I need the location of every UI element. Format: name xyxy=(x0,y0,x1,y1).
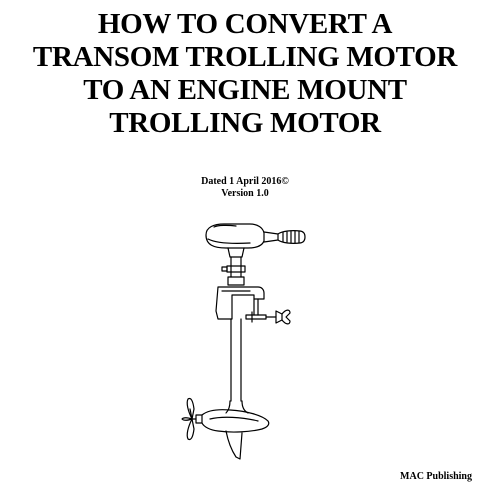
document-title: HOW TO CONVERT A TRANSOM TROLLING MOTOR … xyxy=(0,8,490,140)
title-line-4: TROLLING MOTOR xyxy=(109,107,381,139)
document-meta: Dated 1 April 2016© Version 1.0 xyxy=(0,176,490,200)
publisher-name: MAC Publishing xyxy=(400,471,472,482)
title-line-1: HOW TO CONVERT A xyxy=(97,8,393,40)
trolling-motor-icon xyxy=(181,223,306,460)
date-line: Dated 1 April 2016© xyxy=(201,176,289,187)
version-line: Version 1.0 xyxy=(221,188,269,199)
title-line-2: TRANSOM TROLLING MOTOR xyxy=(32,41,458,73)
title-line-3: TO AN ENGINE MOUNT xyxy=(83,74,407,106)
